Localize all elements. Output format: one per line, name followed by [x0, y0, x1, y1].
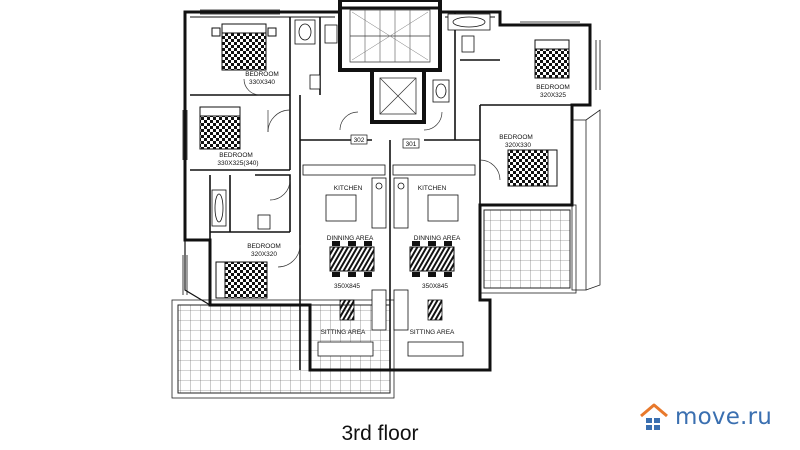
dining-left-name: DINNING AREA [327, 235, 374, 242]
dining-table-right [409, 241, 455, 277]
bedroom-4-size: 320X325 [540, 92, 566, 99]
living-left-name: SITTING AREA [321, 329, 366, 336]
kitchen-right-name: KITCHEN [418, 185, 447, 192]
kitchen-counters [302, 164, 476, 229]
house-logo-icon [640, 403, 668, 430]
doors [243, 78, 501, 268]
bedroom-3-name: BEDROOM [247, 243, 281, 250]
apartment-number-left: 302 [354, 137, 365, 144]
watermark: move.ru [639, 402, 772, 432]
bed-5 [507, 149, 558, 187]
bedroom-2-name: BEDROOM [219, 152, 253, 159]
apartment-number-right: 301 [406, 141, 417, 148]
bedroom-1-size: 330X340 [249, 79, 275, 86]
bedroom-5-name: BEDROOM [499, 134, 533, 141]
bedroom-4-name: BEDROOM [536, 84, 570, 91]
floor-caption: 3rd floor [341, 422, 419, 445]
kitchen-islands [325, 194, 459, 222]
bedroom-5-size: 320X330 [505, 142, 531, 149]
bedroom-3-size: 320X320 [251, 251, 277, 258]
stairwell [338, 0, 442, 72]
windows [182, 9, 601, 295]
bed-3 [215, 261, 268, 299]
sofa-right [393, 289, 464, 357]
bedroom-1-name: BEDROOM [245, 71, 279, 78]
bed-4 [534, 39, 570, 79]
bed-1 [211, 23, 277, 71]
bathroom-fixtures [211, 13, 491, 230]
dining-table-left [329, 241, 375, 277]
elevator-shaft [370, 68, 426, 124]
kitchen-left-name: KITCHEN [334, 185, 363, 192]
watermark-text: move.ru [675, 404, 772, 430]
apartment-tags: 302 301 [350, 134, 420, 149]
sofa-left [317, 289, 387, 357]
living-left-size: 350X845 [334, 283, 360, 290]
bedroom-2-size: 330X325(340) [217, 160, 258, 167]
living-right-name: SITTING AREA [410, 329, 455, 336]
room-labels: BEDROOM 330X340 BEDROOM 330X325(340) BED… [217, 71, 569, 336]
dining-right-name: DINNING AREA [414, 235, 461, 242]
balcony-right [479, 204, 577, 294]
bed-2 [199, 106, 241, 150]
living-right-size: 350X845 [422, 283, 448, 290]
